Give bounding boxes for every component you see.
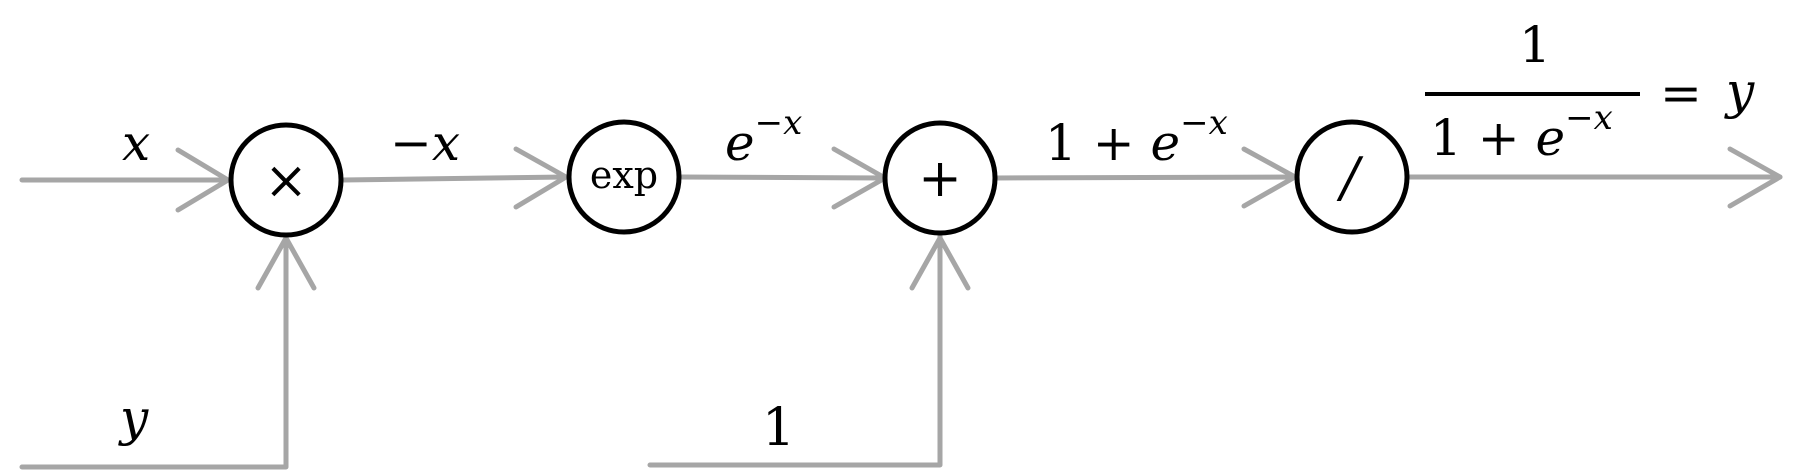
label-exp-out: e−x [725, 103, 802, 172]
exp-out-base: e [725, 114, 755, 172]
result-denominator-base: e [1536, 109, 1566, 167]
edge-exp-to-add [678, 146, 888, 210]
labels: x y 1 −x e−x 1 + e−x 1 1 + e−x = y [118, 16, 1755, 458]
result-output-y: y [1724, 62, 1755, 120]
node-divide: / [1294, 119, 1410, 235]
edge-output [1406, 146, 1783, 209]
edge-input-x [19, 147, 231, 213]
label-input-x: x [122, 114, 150, 172]
neg-x-var: x [432, 114, 460, 172]
label-input-y: y [118, 389, 149, 447]
node-multiply: × [228, 122, 344, 238]
node-add: + [882, 120, 998, 236]
node-exp: exp [566, 119, 682, 235]
result-denominator-sup: −x [1565, 98, 1613, 138]
edge-input-y [19, 233, 317, 470]
result-numerator: 1 [1519, 16, 1551, 74]
result-equals: = [1660, 64, 1702, 122]
label-input-one: 1 [762, 398, 795, 458]
exp-out-sup: −x [755, 103, 803, 143]
edge-multiply-to-exp [339, 146, 569, 210]
label-result: 1 1 + e−x = y [1425, 16, 1755, 167]
edges [19, 146, 1783, 470]
add-out-sup: −x [1180, 103, 1228, 143]
add-out-prefix: 1 + [1045, 114, 1151, 172]
exp-node-label: exp [590, 153, 658, 197]
label-neg-x: −x [390, 114, 460, 172]
multiply-icon: × [264, 151, 308, 211]
edge-input-one [647, 233, 971, 468]
add-out-base: e [1151, 114, 1181, 172]
label-add-out: 1 + e−x [1045, 103, 1228, 172]
result-denominator: 1 + e−x [1430, 98, 1613, 167]
result-denominator-prefix: 1 + [1430, 109, 1536, 167]
neg-x-minus: − [390, 114, 432, 172]
plus-icon: + [918, 149, 962, 209]
